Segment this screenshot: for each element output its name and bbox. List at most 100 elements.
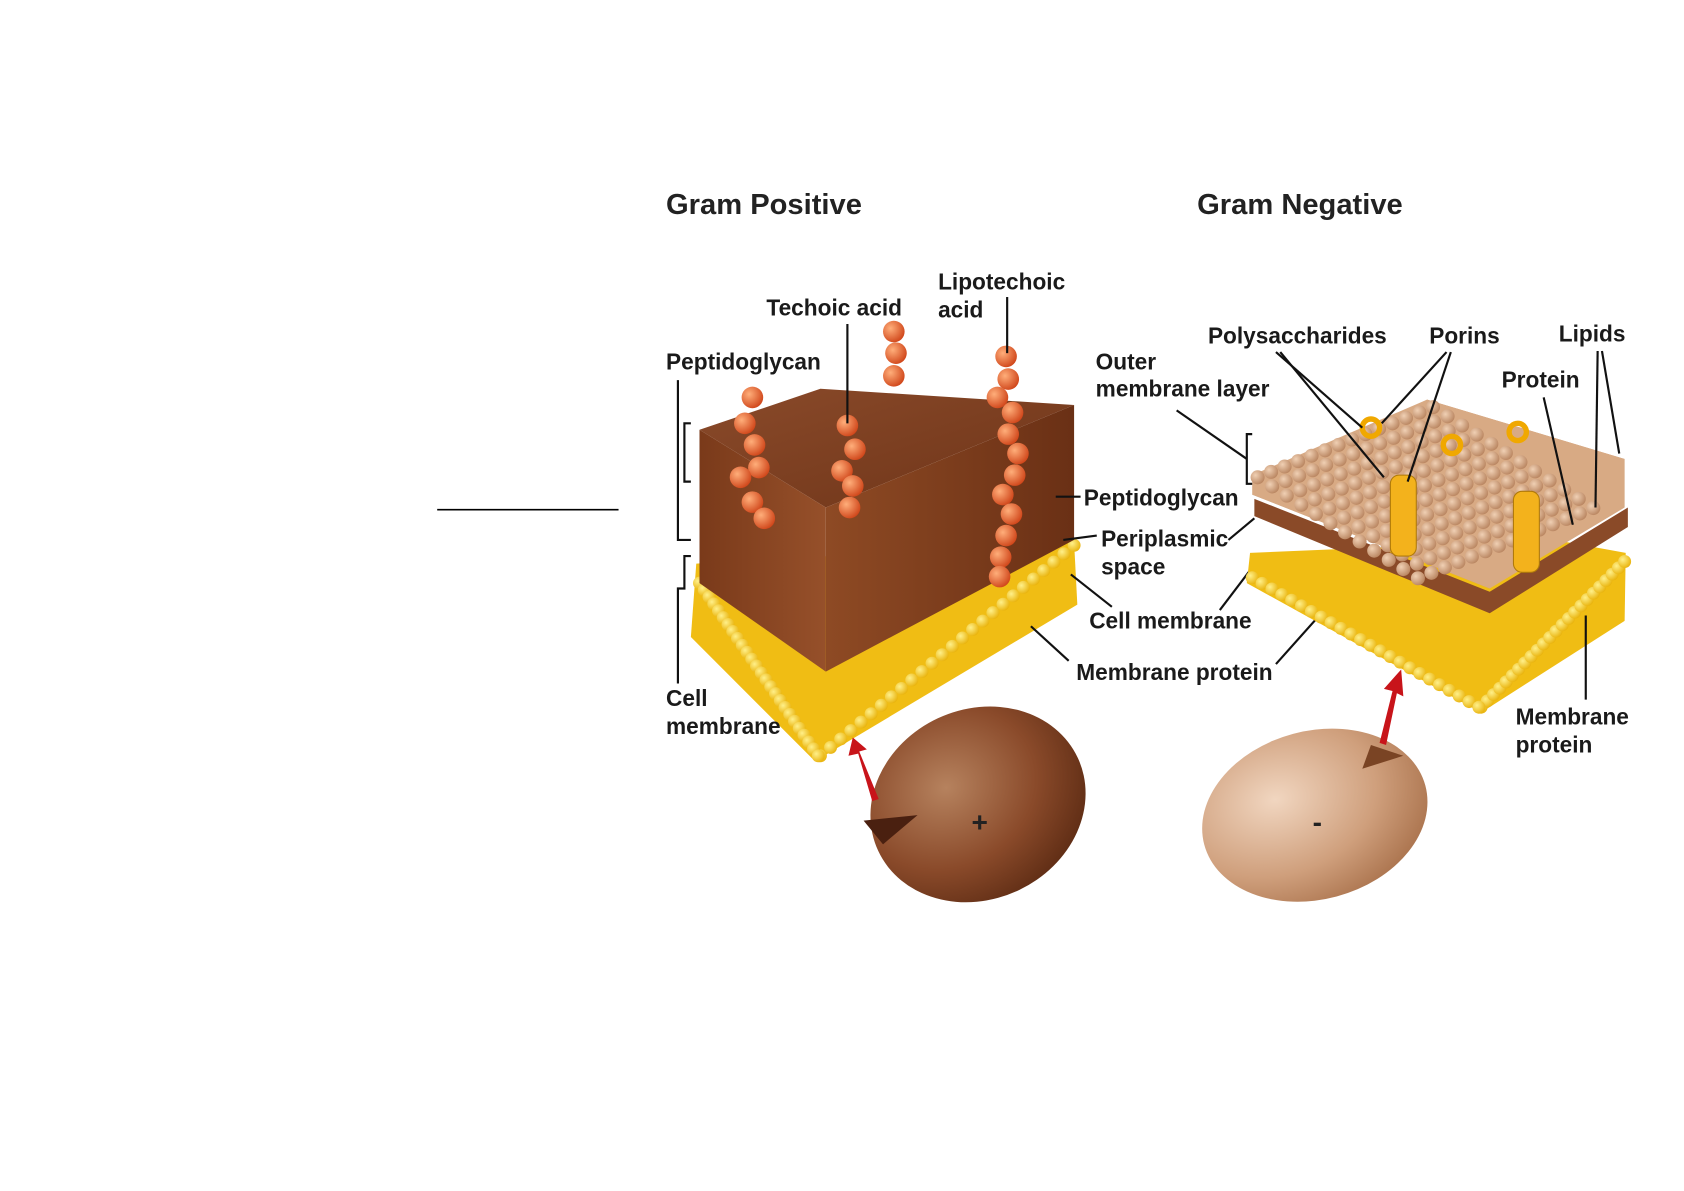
lipid-head xyxy=(1485,451,1500,466)
lipid-head xyxy=(986,606,1000,620)
gram-negative-peptidoglycan-layer xyxy=(1254,498,1628,614)
lipid-head xyxy=(1057,547,1071,561)
lipid-head xyxy=(915,665,929,679)
label-membrane-protein: Membrane protein xyxy=(1076,659,1272,685)
lipid-head xyxy=(1445,482,1461,497)
lipid-head xyxy=(1306,477,1321,492)
positive-sign: + xyxy=(972,806,988,837)
lipid-head xyxy=(935,648,949,662)
lipid-head xyxy=(1586,501,1601,516)
lipid-head xyxy=(1427,414,1442,429)
label-cell-membrane-left-2: membrane xyxy=(666,713,781,739)
lipid-head xyxy=(1415,449,1430,464)
label-lipotechoic-acid: Lipotechoic xyxy=(938,268,1065,294)
label-outer-membrane: Outer xyxy=(1096,348,1157,374)
lipid-head xyxy=(864,707,878,721)
lipid-head xyxy=(824,740,838,754)
lipid-head xyxy=(1265,479,1280,494)
bead xyxy=(885,342,907,364)
lipid-head xyxy=(1348,476,1363,491)
lipid-head xyxy=(1471,456,1486,471)
lipid-head xyxy=(1420,507,1435,522)
lipid-head xyxy=(1412,405,1427,420)
lipid-head xyxy=(1464,549,1479,564)
lipid-head xyxy=(854,715,868,729)
lipid-head xyxy=(1447,496,1462,511)
lipid-head xyxy=(1399,410,1414,425)
lipid-head xyxy=(1318,443,1333,458)
bead xyxy=(1003,464,1026,486)
bead xyxy=(741,386,764,409)
gram-positive-cell: + xyxy=(848,706,1086,903)
lipid-head xyxy=(1460,491,1475,506)
lipid-head xyxy=(1488,495,1503,510)
label-periplasmic-space-2: space xyxy=(1101,553,1165,579)
lipid-head xyxy=(1305,463,1320,478)
lipid-head xyxy=(1378,509,1393,524)
lipid-head xyxy=(1429,443,1444,458)
lipid-head xyxy=(1279,488,1294,503)
lipid-head xyxy=(1386,430,1401,445)
lipid-head xyxy=(1472,471,1487,486)
teichoic-acid-chains xyxy=(729,320,1029,588)
lipid-head xyxy=(1472,700,1486,714)
lipid-head xyxy=(1362,485,1377,500)
lipid-head xyxy=(1618,555,1632,568)
lipid-head xyxy=(1448,511,1463,526)
lipid-head xyxy=(1490,524,1505,539)
lipid-head xyxy=(1381,552,1396,567)
lipid-head xyxy=(1463,535,1478,550)
lipid-head xyxy=(1428,429,1443,444)
lipid-head xyxy=(1351,519,1366,534)
polysaccharide-rings xyxy=(1359,416,1530,457)
lipid-head xyxy=(1333,467,1348,482)
lipid-head xyxy=(895,681,909,695)
bead xyxy=(1001,401,1024,424)
lipid-head xyxy=(1423,672,1437,686)
lipid-head xyxy=(1331,437,1346,452)
lipid-head xyxy=(1320,472,1335,487)
label-lipotechoic-acid-2: acid xyxy=(938,297,983,323)
lipid-head xyxy=(1459,476,1474,491)
lipid-head xyxy=(1295,599,1308,613)
lipid-head xyxy=(1373,436,1388,451)
lipid-head xyxy=(1361,470,1376,485)
lipid-head xyxy=(1314,610,1328,624)
lipid-head xyxy=(1403,661,1417,675)
lipid-head xyxy=(1484,436,1499,451)
lipid-head xyxy=(1278,474,1293,489)
lipid-head xyxy=(1275,588,1289,602)
lipid-head xyxy=(1529,478,1544,493)
bead xyxy=(995,345,1017,368)
lipid-head xyxy=(1285,593,1299,607)
lipid-head xyxy=(1417,478,1432,493)
lipid-head xyxy=(1291,454,1306,469)
lipid-head xyxy=(1544,502,1559,517)
lipid-head xyxy=(1430,458,1445,473)
lipid-head xyxy=(1487,480,1502,495)
lipid-head xyxy=(1245,571,1259,585)
lipid-head xyxy=(1383,650,1397,664)
lipid-head xyxy=(1373,644,1387,658)
lipid-head xyxy=(925,656,939,670)
lipid-head xyxy=(1451,555,1466,570)
gram-negative-cell: - xyxy=(1202,669,1428,902)
lipid-head xyxy=(1264,464,1279,479)
lipid-head xyxy=(1476,515,1491,530)
label-protein: Protein xyxy=(1502,367,1580,393)
lipid-head xyxy=(1442,683,1456,697)
lipid-head xyxy=(1344,627,1358,641)
lipid-head xyxy=(1409,556,1424,571)
bead xyxy=(997,423,1020,445)
lipid-head xyxy=(1332,452,1347,467)
lipid-head xyxy=(1385,416,1400,431)
gram-negative-outer-membrane xyxy=(1250,399,1625,589)
lipid-head xyxy=(1462,520,1477,535)
lipid-head xyxy=(1307,492,1322,507)
zoom-arrow-positive xyxy=(848,737,879,802)
lipid-head xyxy=(1435,531,1450,546)
lipid-head xyxy=(966,623,980,636)
lipid-head xyxy=(1016,580,1030,594)
bead xyxy=(844,438,866,461)
